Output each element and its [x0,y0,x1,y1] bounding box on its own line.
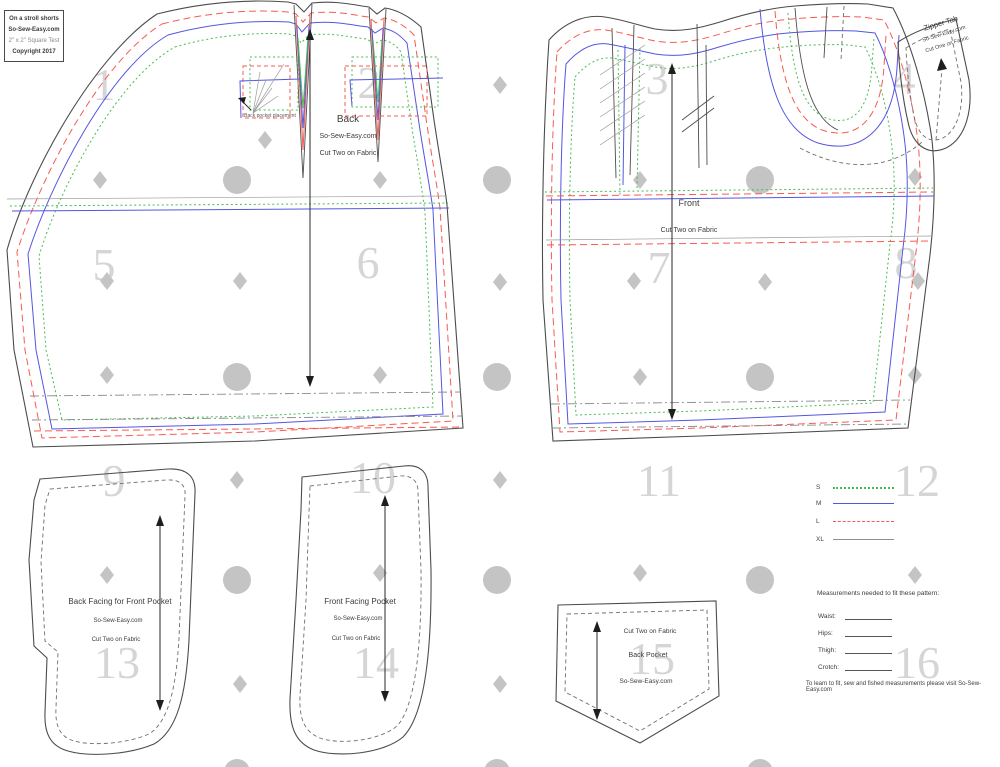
back-facing-piece [28,468,196,755]
tile-number-11: 11 [636,455,682,506]
front-facing-cut: Cut Two on Fabric [331,636,381,642]
tile-number-16: 16 [894,637,940,688]
back-piece [6,0,464,448]
measurement-crotch: Crotch: [818,663,892,671]
hips-label: Hips: [818,630,833,637]
tile-number-14: 14 [353,637,399,688]
legend-row-s: S [816,484,894,491]
back-pocket-cut: Cut Two on Fabric [623,628,677,635]
legend-row-xl: XL [816,536,894,543]
legend-line-l [833,521,894,522]
tile-number-6: 6 [356,237,380,288]
legend-line-xl [833,539,894,540]
front-facing-piece [289,465,432,755]
back-darts [293,3,387,179]
crotch-blank-line [845,663,892,671]
brand-name: So-Sew-Easy.com [8,27,60,33]
tile-number-15: 15 [629,633,675,684]
tile-number-12: 12 [894,455,940,506]
tile-number-9: 9 [102,455,126,506]
tile-number-7: 7 [647,242,671,293]
legend-row-l: L [816,518,894,525]
front-piece [541,3,935,442]
tile-number-3: 3 [645,53,669,104]
legend-label-xl: XL [816,536,824,543]
zipper-tab-piece [897,18,971,152]
zipper-tab-grainline [935,67,943,141]
back-pocket-title: Back Pocket [628,652,668,659]
back-piece-brand: So-Sew-Easy.com [319,133,377,140]
legend-line-s [833,486,894,489]
square-test-note: 2" x 2" Square Test [8,38,60,44]
front-fly-lines [681,23,715,169]
front-piece-cut: Cut Two on Fabric [660,227,718,234]
legend-label-m: M [816,500,822,507]
tile-number-13: 13 [94,637,140,688]
front-pocket-curves [759,5,923,165]
back-piece-title: Back [336,114,360,125]
back-pocket-brand: So-Sew-Easy.com [619,678,673,685]
back-piece-cut: Cut Two on Fabric [319,150,377,157]
footer-note: To learn to fit, sew and fished measurem… [806,681,982,693]
back-pocket-placement-label: Back pocket placement [244,113,296,119]
copyright: Copyright 2017 [12,49,56,55]
alignment-circles [223,166,774,767]
crotch-label: Crotch: [818,664,839,671]
front-pleats [599,24,646,196]
hips-blank-line [845,629,892,637]
legend-label-l: L [816,518,820,525]
measurements-title: Measurements needed to fit these pattern… [817,590,940,597]
back-pocket-placement-marks [238,56,444,119]
front-piece-title: Front [678,198,700,208]
back-facing-cut: Cut Two on Fabric [91,637,141,643]
legend-row-m: M [816,500,894,507]
back-facing-brand: So-Sew-Easy.com [93,618,143,624]
measurement-thigh: Thigh: [818,646,892,654]
back-facing-title: Back Facing for Front Pocket [68,597,172,606]
pattern-title: On a stroll shorts [9,16,59,22]
thigh-blank-line [845,646,892,654]
pattern-info-box: On a stroll shorts So-Sew-Easy.com 2" x … [4,10,64,62]
tile-number-1: 1 [92,59,116,110]
front-facing-brand: So-Sew-Easy.com [333,616,383,622]
front-facing-title: Front Facing Pocket [324,597,396,606]
legend-label-s: S [816,484,821,491]
measurement-hips: Hips: [818,629,892,637]
thigh-label: Thigh: [818,647,837,654]
waist-label: Waist: [818,613,836,620]
waist-blank-line [845,612,892,620]
measurement-waist: Waist: [818,612,892,620]
back-pocket-piece [555,600,720,744]
alignment-diamonds [93,76,925,693]
legend-line-m [833,503,894,504]
